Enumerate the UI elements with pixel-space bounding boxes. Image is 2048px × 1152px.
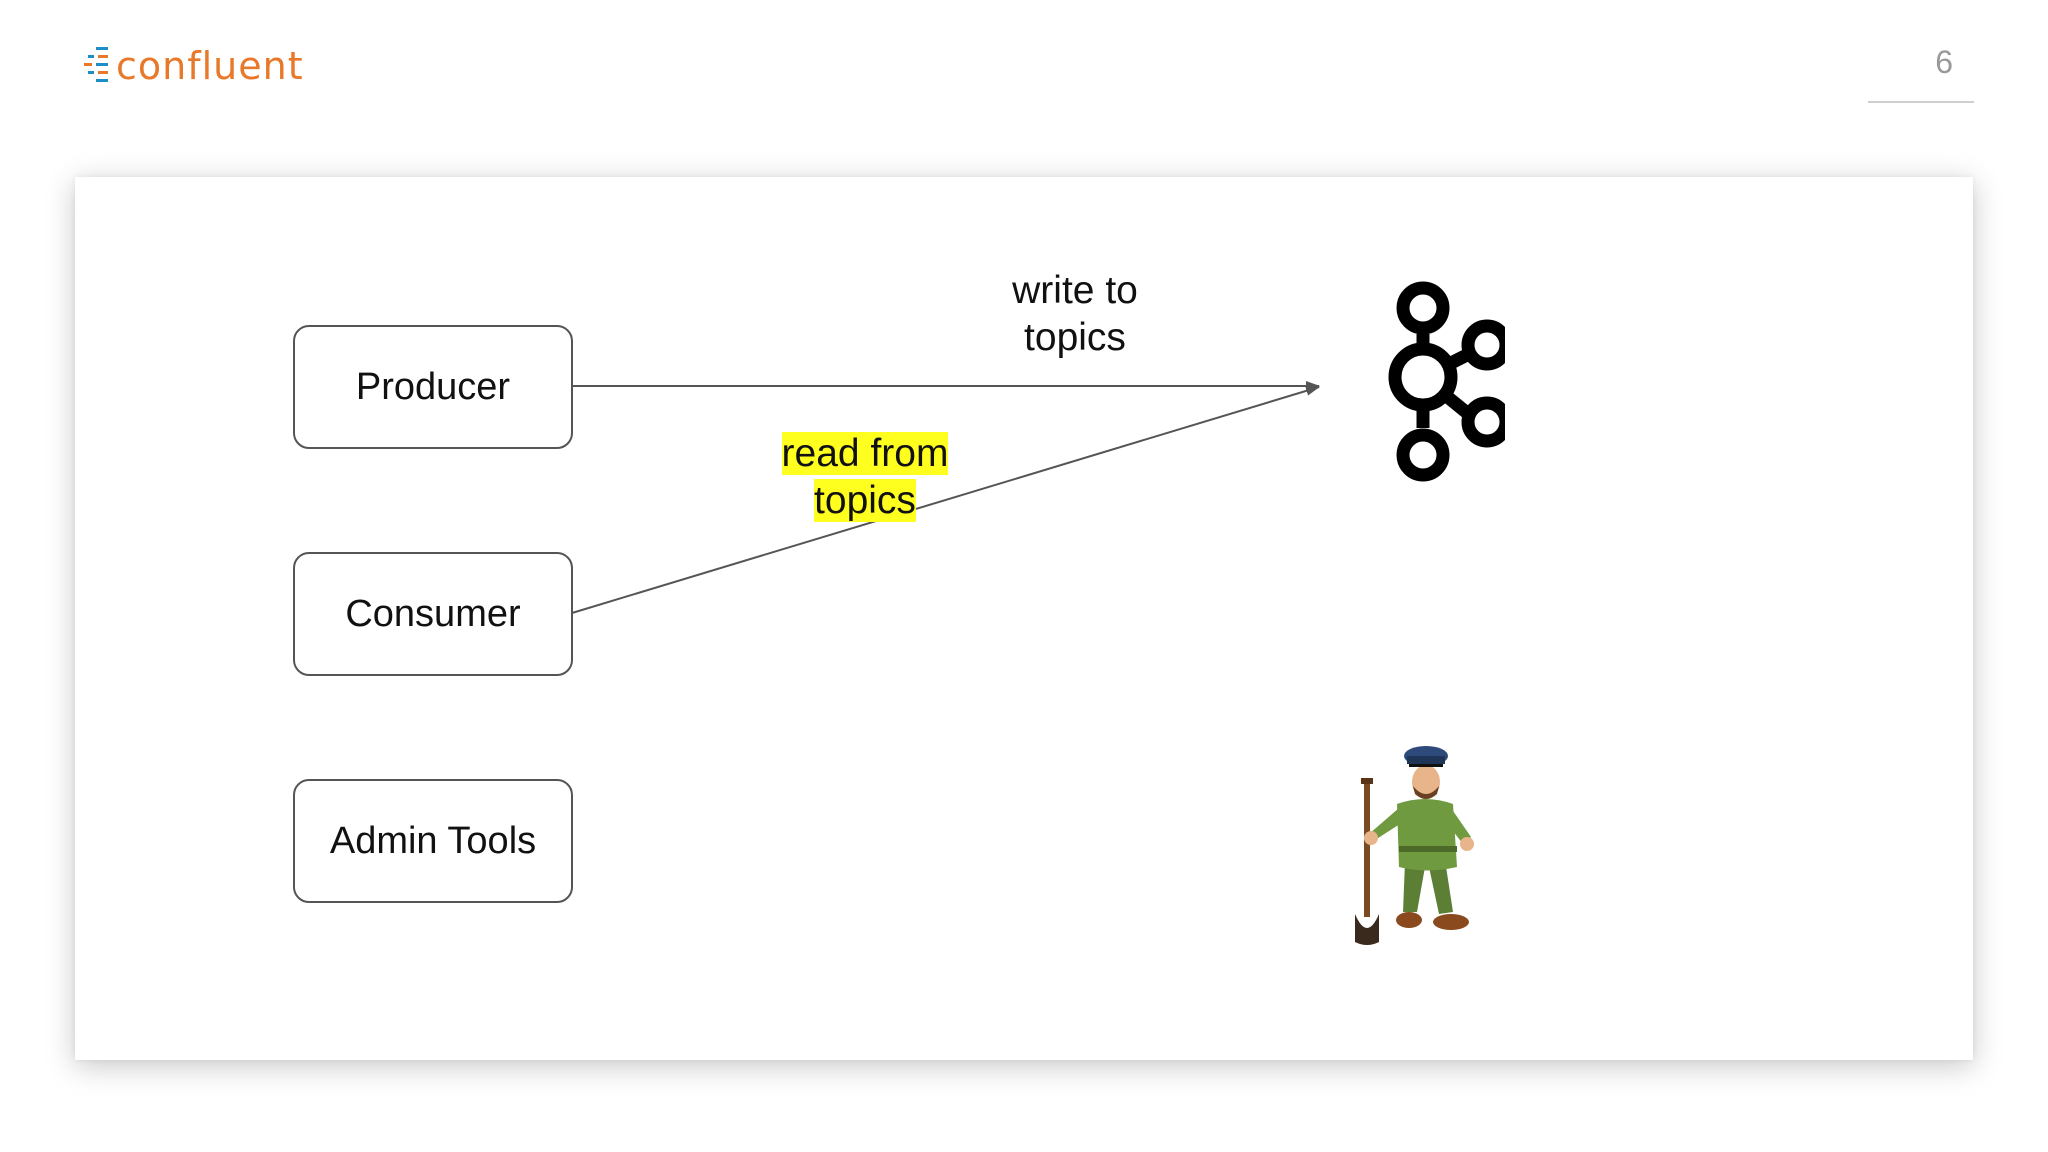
consumer-label: Consumer	[345, 592, 521, 635]
admin-tools-box: Admin Tools	[293, 779, 573, 903]
consumer-to-kafka-arrow	[571, 385, 1320, 614]
read-from-topics-label: read from topics	[685, 430, 1045, 524]
write-to-topics-label: write to topics	[895, 267, 1255, 361]
producer-box: Producer	[293, 325, 573, 449]
diagram-connectors	[571, 381, 1320, 614]
confluent-logo: confluent	[82, 40, 304, 92]
write-label-line2: topics	[1024, 316, 1126, 359]
kafka-logo-icon	[1388, 281, 1505, 482]
page-number-underline	[1868, 101, 1974, 103]
brand-name: confluent	[116, 44, 304, 88]
slide-canvas: Producer Consumer Admin Tools write to t…	[75, 177, 1973, 1060]
consumer-box: Consumer	[293, 552, 573, 676]
write-label-line1: write to	[1012, 269, 1138, 312]
admin-tools-label: Admin Tools	[329, 819, 537, 862]
zookeeper-mascot-icon	[1355, 746, 1474, 945]
producer-label: Producer	[355, 365, 511, 408]
read-label-line1: read from	[781, 432, 949, 475]
page-number: 6	[1935, 44, 1953, 80]
confluent-logo-mark-icon	[84, 47, 108, 82]
read-label-line2: topics	[814, 479, 916, 522]
